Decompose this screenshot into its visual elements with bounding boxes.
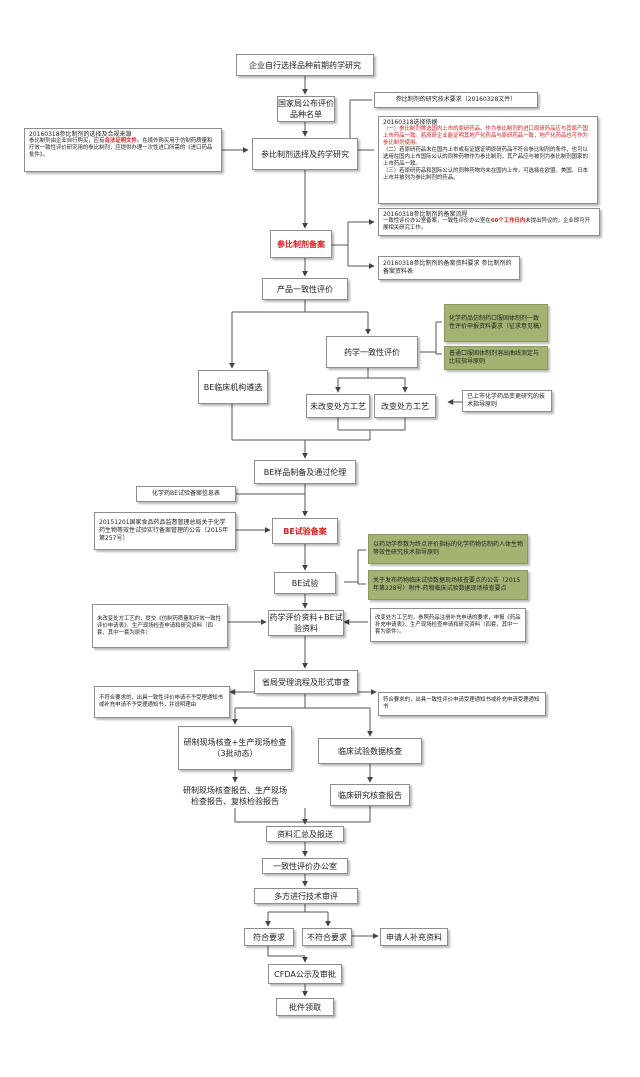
unchanged-submit-note: 未改变处方工艺的，提交《仿制药质量和疗效一致性评价申请表》、生产现场检查申请和研… xyxy=(92,604,228,648)
be-select-label: BE临床机构遴选 xyxy=(203,382,263,392)
filing-docs-label: 20160318参比制剂的备案资料要求 参比制剂的备案资料表 xyxy=(383,260,512,275)
reject-label: 不符合要求的，出具一致性评价申请不予受理通知书或补充申请不予受理通知书，并说明理… xyxy=(99,695,223,708)
clinical-report-box: 临床研究核查报告 xyxy=(330,784,410,806)
summary-box: 资料汇总及报送 xyxy=(266,826,344,842)
guide-site-inspection-label: 关于发布药物临床试验数据现场核查要点的公告（2015年第228号）附件-药物临床… xyxy=(373,577,521,592)
unchanged-label: 未改变处方工艺 xyxy=(310,401,366,411)
approval-label: 批件领取 xyxy=(289,1002,321,1012)
review-label: 多方进行技术审评 xyxy=(274,891,338,901)
ref-source-title: 20160318参比制剂的选择及合规来源 xyxy=(29,131,132,138)
select-ref-label: 参比制剂选择及药学研究 xyxy=(261,149,349,159)
guide-dissolution-label: 普通口服固体制剂溶出曲线测定与比较指导原则 xyxy=(449,350,540,365)
be-test-label: BE试验 xyxy=(291,578,319,588)
be-prep-box: BE样品制备及通过伦理 xyxy=(254,460,356,484)
cfda-box: CFDA公示及审批 xyxy=(268,964,342,984)
filing-flow-title: 20160318参比制剂的备案流程 xyxy=(383,211,468,218)
be-filing-notice-label: 20151201国家食品药品监督管理总局关于化学药生物等效性试验实行备案管理的公… xyxy=(99,519,229,542)
filing-flow-c: 未提出异议的，企业即可开展相关研究工作。 xyxy=(383,218,590,231)
office-label: 一致性评价办公室 xyxy=(273,861,337,871)
select-ref-box: 参比制剂选择及药学研究 xyxy=(252,138,358,170)
change-guide-note: 已上市化学药品变更研究的技术指导原则 xyxy=(462,390,552,412)
site-check-label: 研制现场核查+生产现场检查（3批动态） xyxy=(183,738,287,758)
site-reports-label: 研制现场核查报告、生产现场检查报告、复核检验报告 xyxy=(183,786,287,806)
be-prep-label: BE样品制备及通过伦理 xyxy=(263,467,347,477)
start-box: 企业自行选择品种前期药学研究 xyxy=(236,54,374,76)
ref-basis-2: （二）若原研药品未在国内上市或有证据证明原研药品不符合参比制剂的条件，也可以选用… xyxy=(383,147,588,167)
site-reports-text: 研制现场核查报告、生产现场检查报告、复核检验报告 xyxy=(180,784,290,808)
clinical-check-box: 临床试验数据核查 xyxy=(318,738,422,764)
clinical-check-label: 临床试验数据核查 xyxy=(338,746,402,756)
submit-box: 药学评价资料+BE试验资料 xyxy=(268,610,344,636)
be-filing-notice: 20151201国家食品药品监督管理总局关于化学药生物等效性试验实行备案管理的公… xyxy=(94,512,236,550)
changed-box: 改变处方工艺 xyxy=(374,394,436,418)
ref-source-note: 20160318参比制剂的选择及合规来源 参比制剂由企业自行购买，应有合法证明文… xyxy=(24,128,222,172)
guide-site-inspection: 关于发布药物临床试验数据现场核查要点的公告（2015年第228号）附件-药物临床… xyxy=(368,570,528,600)
prov-review-label: 省局受理流程及形式审查 xyxy=(262,677,350,687)
summary-label: 资料汇总及报送 xyxy=(277,829,333,839)
be-select-box: BE临床机构遴选 xyxy=(198,370,268,404)
ref-basis-title: 20160318选择依据 xyxy=(383,119,438,126)
ref-basis-3: （三）若原研药品和国际公认的同种药物均未在国内上市，可选择在欧盟、美国、日本上市… xyxy=(383,168,588,181)
supplement-box: 申请人补充资料 xyxy=(380,928,448,946)
fail-label: 不符合要求 xyxy=(307,932,347,942)
unchanged-submit-label: 未改变处方工艺的，提交《仿制药质量和疗效一致性评价申请表》、生产现场检查申请和研… xyxy=(97,615,221,636)
changed-label: 改变处方工艺 xyxy=(381,401,429,411)
ref-basis-note: 20160318选择依据 （一）参比制剂首选国内上市的原研药品。作为参比制剂的进… xyxy=(378,116,598,204)
reject-note: 不符合要求的，出具一致性评价申请不予受理通知书或补充申请不予受理通知书，并说明理… xyxy=(94,686,230,718)
guide-solid-dosage-label: 化学药品仿制药口服固体制剂一致性评价申报资料要求（征求意见稿） xyxy=(449,315,546,330)
guide-dissolution: 普通口服固体制剂溶出曲线测定与比较指导原则 xyxy=(444,346,548,370)
be-info-note: 化学药BE试验备案信息表 xyxy=(136,486,236,502)
ref-tech-label: 参比制剂的研究技术要求（20160328文件） xyxy=(395,96,517,103)
guide-solid-dosage: 化学药品仿制药口服固体制剂一致性评价申报资料要求（征求意见稿） xyxy=(444,304,548,342)
prov-review-box: 省局受理流程及形式审查 xyxy=(254,670,358,694)
ref-source-a: 参比制剂由企业自行购买，应有 xyxy=(29,138,105,144)
office-box: 一致性评价办公室 xyxy=(262,858,348,874)
pass-label: 符合要求 xyxy=(253,932,285,942)
review-box: 多方进行技术审评 xyxy=(254,888,358,904)
filing-docs-note: 20160318参比制剂的备案资料要求 参比制剂的备案资料表 xyxy=(378,256,520,280)
guide-be-study-label: 以药动学参数为终点评价指标的化学药物仿制药人体生物等效性研究技术指导原则 xyxy=(373,541,524,556)
consistency-label: 产品一致性评价 xyxy=(277,284,333,294)
approval-box: 批件领取 xyxy=(276,998,334,1016)
unchanged-box: 未改变处方工艺 xyxy=(306,394,370,418)
start-label: 企业自行选择品种前期药学研究 xyxy=(249,60,361,70)
accept-note: 符合要求的，出具一致性评价申请受理通知书或补充申请受理通知书 xyxy=(378,692,546,716)
be-filing-label: BE试验备案 xyxy=(283,526,327,536)
site-check-box: 研制现场核查+生产现场检查（3批动态） xyxy=(178,726,292,770)
ref-source-c: 。在境外购买用于仿制药质量和疗效一致性评价研究用的参比制剂，应提供办理一次性进口… xyxy=(29,138,213,158)
filing-flow-b: 60个工作日内 xyxy=(490,218,526,224)
pass-box: 符合要求 xyxy=(244,928,294,946)
filing-flow-note: 20160318参比制剂的备案流程 一致性评价办公室备案，一致性评价办公室在60… xyxy=(378,208,600,236)
accept-label: 符合要求的，出具一致性评价申请受理通知书或补充申请受理通知书 xyxy=(383,697,540,710)
supplement-label: 申请人补充资料 xyxy=(386,932,442,942)
catalog-box: 国家局公布评价品种名单 xyxy=(277,96,335,122)
cfda-label: CFDA公示及审批 xyxy=(274,969,336,979)
pharm-eval-box: 药学一致性评价 xyxy=(326,336,418,368)
change-guide-label: 已上市化学药品变更研究的技术指导原则 xyxy=(467,393,546,408)
catalog-label: 国家局公布评价品种名单 xyxy=(278,99,334,119)
fail-box: 不符合要求 xyxy=(302,928,352,946)
be-info-label: 化学药BE试验备案信息表 xyxy=(152,490,220,497)
ref-source-b: 合法证明文件 xyxy=(104,138,137,144)
be-test-box: BE试验 xyxy=(274,572,336,594)
ref-basis-1: （一）参比制剂首选国内上市的原研药品。作为参比制剂的进口原研药品应与其原产国上市… xyxy=(383,126,588,146)
changed-submit-label: 改变处方工艺的，参照药品注册补充申请的要求，申报《药品补充申请表》、生产现场检查… xyxy=(375,614,521,635)
changed-submit-note: 改变处方工艺的，参照药品注册补充申请的要求，申报《药品补充申请表》、生产现场检查… xyxy=(370,608,526,642)
consistency-box: 产品一致性评价 xyxy=(262,278,348,300)
clinical-report-label: 临床研究核查报告 xyxy=(338,790,402,800)
guide-be-study: 以药动学参数为终点评价指标的化学药物仿制药人体生物等效性研究技术指导原则 xyxy=(368,534,528,564)
ref-filing-label: 参比制剂备案 xyxy=(277,239,325,249)
ref-tech-note: 参比制剂的研究技术要求（20160328文件） xyxy=(374,92,538,108)
pharm-eval-label: 药学一致性评价 xyxy=(344,347,400,357)
be-filing-box: BE试验备案 xyxy=(272,518,338,544)
filing-flow-a: 一致性评价办公室备案，一致性评价办公室在 xyxy=(383,218,491,224)
submit-label: 药学评价资料+BE试验资料 xyxy=(269,613,343,633)
ref-filing-box: 参比制剂备案 xyxy=(270,230,332,258)
